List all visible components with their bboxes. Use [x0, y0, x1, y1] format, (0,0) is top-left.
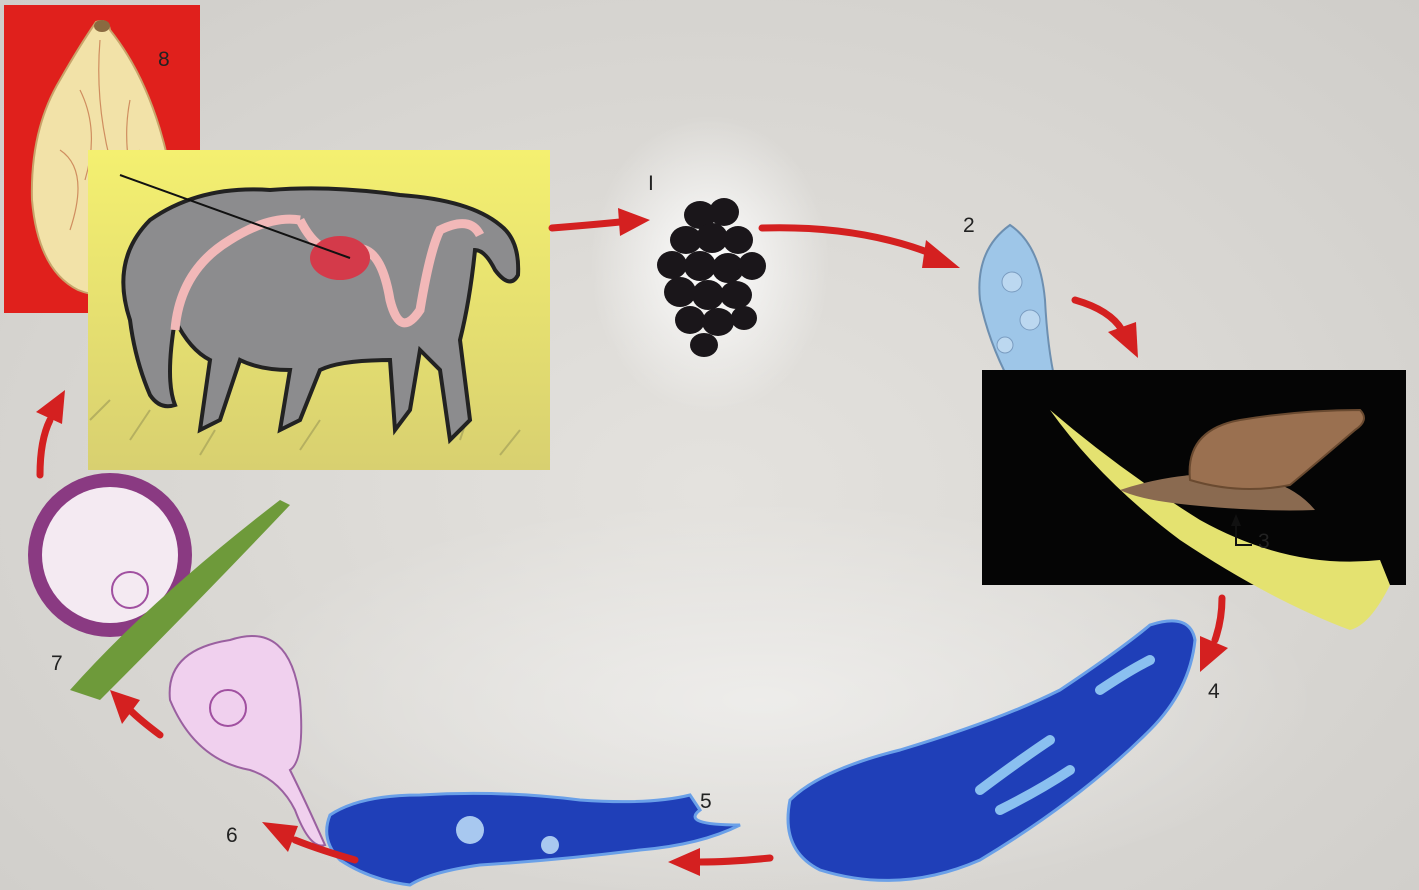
miracidium-cell	[1002, 272, 1022, 292]
fluke-mouth	[94, 20, 110, 32]
miracidium-cell	[1020, 310, 1040, 330]
arrow-cyst-to-sheep	[40, 420, 50, 475]
stage-label-6: 6	[226, 824, 238, 847]
stage-label-7: 7	[51, 652, 63, 675]
arrow-miracidium-to-snail-head	[1108, 322, 1138, 358]
sheep-liver	[310, 236, 370, 280]
arrow-miracidium-to-snail	[1075, 300, 1122, 330]
arrow-redia-to-cercaria	[700, 858, 770, 862]
stage-label-8: 8	[158, 48, 170, 71]
miracidium-cell	[997, 337, 1013, 353]
stage-label-2: 2	[963, 214, 975, 237]
arrow-to-stage6-head	[262, 822, 298, 852]
cercaria	[456, 816, 484, 844]
stage-label-1: I	[648, 172, 654, 195]
arrow-cercaria-to-cyst	[130, 710, 160, 735]
stage-label-3: 3	[1258, 530, 1270, 553]
stage-label-5: 5	[700, 790, 712, 813]
stage-label-4: 4	[1208, 680, 1220, 703]
arrow-eggs-to-miracidium-head	[922, 240, 960, 268]
cercaria	[541, 836, 559, 854]
